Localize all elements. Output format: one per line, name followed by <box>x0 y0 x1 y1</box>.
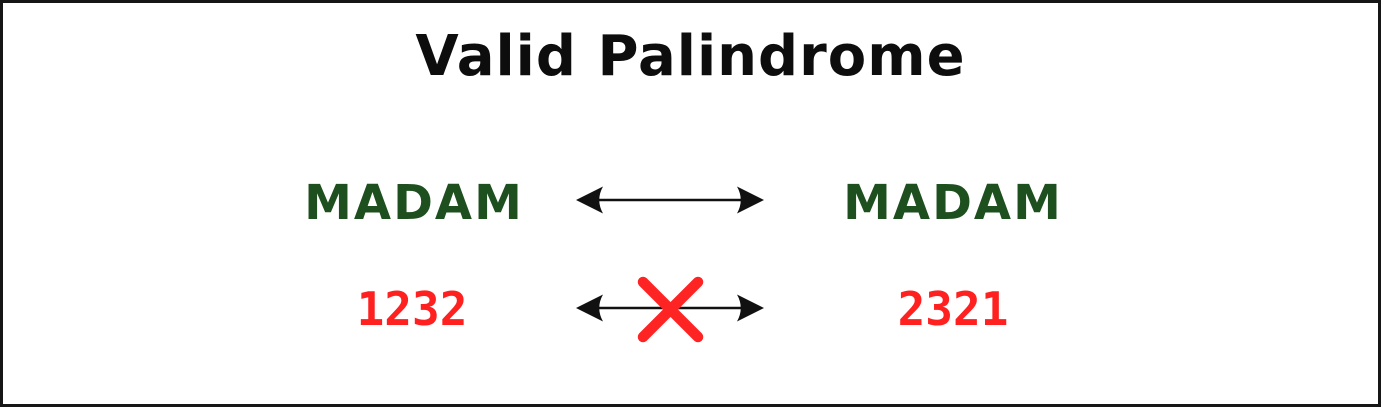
red-x-mark-icon <box>637 276 704 343</box>
double-headed-arrow-icon <box>576 186 764 214</box>
double-headed-arrow-crossed-icon <box>576 276 764 343</box>
number-right: 2321 <box>897 282 1009 336</box>
number-left: 1232 <box>356 282 468 336</box>
palindrome-word-left: MADAM <box>304 175 524 231</box>
palindrome-word-right: MADAM <box>843 175 1063 231</box>
diagram-title: Valid Palindrome <box>415 24 966 89</box>
